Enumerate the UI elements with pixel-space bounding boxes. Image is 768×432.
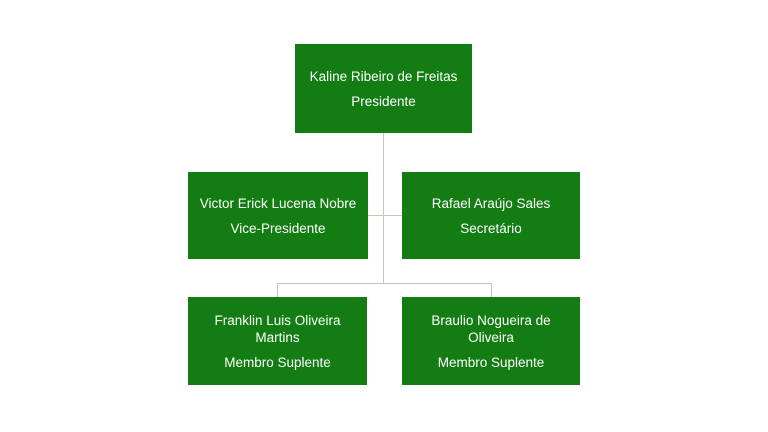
org-node-membro-suplente-1: Franklin Luis Oliveira Martins Membro Su… xyxy=(188,297,367,385)
org-node-presidente: Kaline Ribeiro de Freitas Presidente xyxy=(295,44,472,133)
person-name: Franklin Luis Oliveira Martins xyxy=(214,312,341,345)
connector-middle-row xyxy=(368,215,402,216)
connector-drop-right xyxy=(491,283,492,297)
org-node-membro-suplente-2: Braulio Nogueira de Oliveira Membro Supl… xyxy=(402,297,580,385)
person-role: Vice-Presidente xyxy=(230,220,326,236)
org-node-secretario: Rafael Araújo Sales Secretário xyxy=(402,172,580,259)
person-name: Braulio Nogueira de Oliveira xyxy=(431,312,551,345)
person-name: Kaline Ribeiro de Freitas xyxy=(309,68,458,84)
person-role: Presidente xyxy=(351,93,416,109)
connector-president-to-rows xyxy=(383,133,384,283)
connector-bottom-row xyxy=(277,283,492,284)
person-role: Secretário xyxy=(460,220,522,236)
person-name: Rafael Araújo Sales xyxy=(431,195,551,211)
person-role: Membro Suplente xyxy=(437,354,545,370)
person-role: Membro Suplente xyxy=(224,354,331,370)
person-name: Victor Erick Lucena Nobre xyxy=(199,195,357,211)
connector-drop-left xyxy=(277,283,278,297)
org-node-vice-presidente: Victor Erick Lucena Nobre Vice-President… xyxy=(188,172,368,259)
